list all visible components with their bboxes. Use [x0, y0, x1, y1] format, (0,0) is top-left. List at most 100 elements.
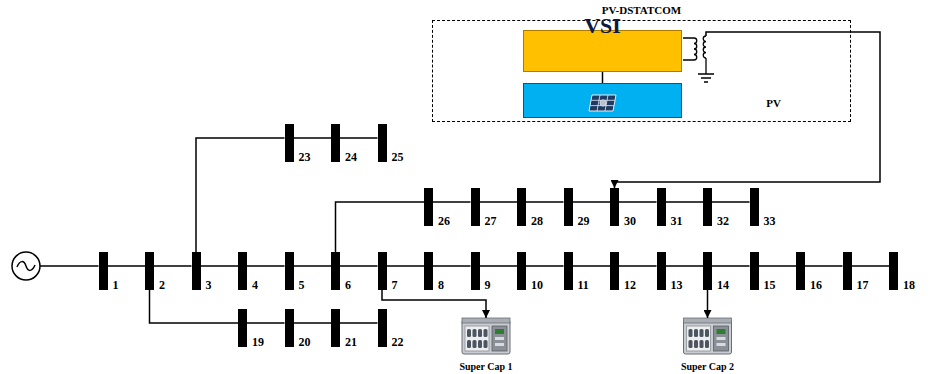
- supercapacitor-picture: [705, 340, 709, 348]
- bus-bar: 11: [564, 252, 573, 290]
- device-label: Super Cap 1: [459, 361, 512, 373]
- feeder-line: [526, 265, 564, 267]
- bus-number: 24: [345, 151, 357, 164]
- feeder-line: [150, 290, 239, 323]
- inverter-label: VSI: [524, 14, 681, 38]
- transformer-symbol: [703, 36, 706, 58]
- ac-source-symbol: [17, 262, 35, 271]
- feeder-line: [340, 137, 378, 139]
- bus-number: 22: [392, 336, 404, 349]
- bus-number: 21: [345, 336, 357, 349]
- bus-number: 12: [624, 279, 636, 292]
- feeder-line: [294, 137, 332, 139]
- feeder-line: [602, 72, 604, 83]
- feeder-line: [247, 322, 285, 324]
- supercapacitor-picture: [700, 340, 704, 348]
- bus-number: 7: [392, 279, 398, 292]
- supercapacitor-picture: [694, 329, 698, 337]
- feeder-line: [294, 322, 332, 324]
- supercapacitor-picture: [462, 318, 510, 354]
- supercapacitor-picture: [687, 326, 711, 351]
- feeder-line: [382, 290, 486, 318]
- bus-bar: 30: [610, 188, 619, 226]
- bus-number: 29: [578, 215, 590, 228]
- bus-bar: 24: [331, 124, 340, 162]
- supercapacitor-picture: [717, 337, 726, 340]
- bus-bar: 14: [703, 252, 712, 290]
- bus-number: 18: [903, 279, 915, 292]
- bus-bar: 27: [471, 188, 480, 226]
- supercapacitor-picture: [484, 329, 488, 337]
- supercapacitor-picture: [694, 340, 698, 348]
- bus-number: 30: [624, 215, 636, 228]
- bus-number: 23: [299, 151, 311, 164]
- supercapacitor-picture: [462, 320, 510, 354]
- feeder-line: [573, 201, 611, 203]
- supercapacitor-picture: [478, 340, 482, 348]
- feeder-line: [294, 265, 332, 267]
- transformer-symbol: [694, 38, 697, 60]
- feeder-line: [247, 265, 285, 267]
- bus-bar: 26: [424, 188, 433, 226]
- bus-number: 14: [717, 279, 729, 292]
- feeder-line: [480, 201, 518, 203]
- bus-number: 2: [159, 279, 165, 292]
- bus-number: 27: [485, 215, 497, 228]
- feeder-line: [712, 201, 750, 203]
- supercapacitor-picture: [689, 340, 693, 348]
- bus-number: 6: [345, 279, 351, 292]
- bus-bar: 8: [424, 252, 433, 290]
- supercapacitor-picture: [717, 343, 726, 346]
- supercapacitor-picture: [465, 326, 489, 351]
- ac-source-symbol: [40, 265, 99, 267]
- pv-dstatcom-group: VSIPVPV-DSTATCOM: [432, 20, 851, 122]
- supercapacitor-picture: [714, 326, 729, 351]
- bus-number: 33: [764, 215, 776, 228]
- bus-number: 26: [438, 215, 450, 228]
- bus-bar: 16: [796, 252, 805, 290]
- bus-number: 13: [671, 279, 683, 292]
- solar-panel: [589, 95, 616, 111]
- bus-number: 11: [578, 279, 589, 292]
- bus-number: 32: [717, 215, 729, 228]
- bus-bar: 18: [889, 252, 898, 290]
- supercapacitor-picture: [717, 329, 726, 334]
- ac-source-symbol: [12, 252, 40, 280]
- bus-number: 4: [252, 279, 258, 292]
- transformer-symbol: [683, 32, 851, 74]
- supercapacitor-picture: [478, 329, 482, 337]
- bus-number: 28: [531, 215, 543, 228]
- bus-number: 9: [485, 279, 491, 292]
- feeder-line: [340, 322, 378, 324]
- feeder-line: [387, 265, 425, 267]
- bus-number: 10: [531, 279, 543, 292]
- bus-bar: 31: [657, 188, 666, 226]
- bus-bar: 5: [285, 252, 294, 290]
- pv-label: PV: [695, 97, 852, 110]
- bus-number: 15: [764, 279, 776, 292]
- supercapacitor-picture: [467, 329, 471, 337]
- supercapacitor-picture: [689, 329, 693, 337]
- bus-bar: 1: [99, 252, 108, 290]
- bus-bar: 23: [285, 124, 294, 162]
- supercapacitor-picture: [467, 340, 471, 348]
- supercapacitor-picture: [495, 343, 504, 346]
- feeder-line: [619, 201, 657, 203]
- supercapacitor-picture: [467, 329, 488, 348]
- bus-number: 25: [392, 151, 404, 164]
- transformer-symbol: [706, 32, 851, 36]
- bus-bar: 32: [703, 188, 712, 226]
- bus-bar: 13: [657, 252, 666, 290]
- solar-panel-badge: [599, 99, 605, 105]
- supercapacitor-picture: [473, 340, 477, 348]
- feeder-line: [336, 202, 425, 252]
- bus-bar: 20: [285, 309, 294, 347]
- bus-number: 19: [252, 336, 264, 349]
- bus-bar: 33: [750, 188, 759, 226]
- bus-bar: 7: [378, 252, 387, 290]
- bus-bar: 21: [331, 309, 340, 347]
- feeder-line: [480, 265, 518, 267]
- bus-number: 20: [299, 336, 311, 349]
- ac-source-symbol: [12, 252, 99, 280]
